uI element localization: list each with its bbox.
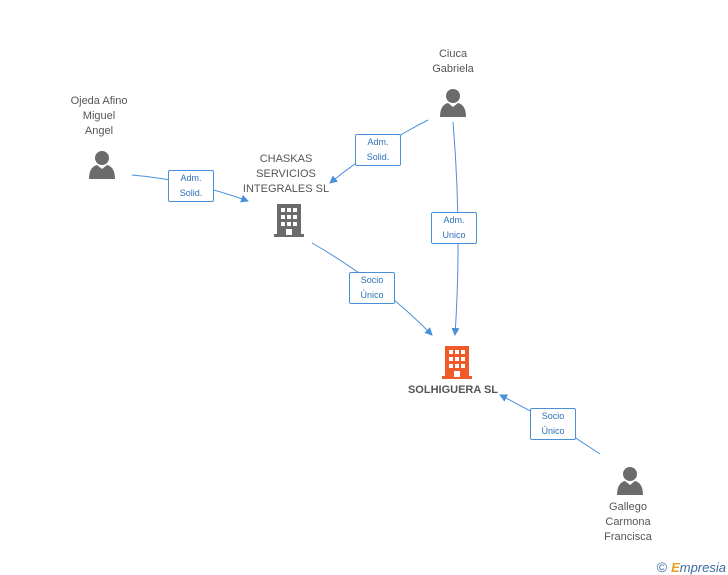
- person-icon[interactable]: [617, 467, 643, 495]
- building-icon[interactable]: [274, 204, 304, 237]
- edge-label-line: Unico: [442, 230, 466, 240]
- edge-label-line: Solid.: [366, 152, 390, 162]
- edge-label-line: Adm.: [367, 137, 389, 147]
- node-label-line: Miguel: [82, 110, 116, 122]
- node-label-line: CHASKAS: [259, 153, 313, 165]
- edge-label-line: Único: [360, 290, 384, 300]
- edge-label-line: Socio: [360, 275, 384, 285]
- node-label-line: Angel: [84, 125, 114, 137]
- empresia-footer[interactable]: ©Empresia: [657, 559, 726, 575]
- edge-label-chaskas-solhiguera[interactable]: Socio Único: [349, 272, 395, 304]
- node-label-solhiguera[interactable]: SOLHIGUERA SL: [388, 383, 518, 398]
- edge-label-line: Único: [541, 426, 565, 436]
- edge-label-line: Solid.: [179, 188, 203, 198]
- main-company-building-icon[interactable]: [442, 346, 472, 379]
- brand-name: mpresia: [679, 560, 726, 575]
- node-label-line: Gallego: [609, 501, 647, 513]
- edge-label-ciuca-solhiguera[interactable]: Adm. Unico: [431, 212, 477, 244]
- node-label-chaskas[interactable]: CHASKAS SERVICIOS INTEGRALES SL: [231, 152, 341, 197]
- edge-label-ojeda-chaskas[interactable]: Adm. Solid.: [168, 170, 214, 202]
- node-label-line: Francisca: [604, 531, 652, 543]
- node-label-line: Gabriela: [432, 63, 474, 75]
- edge-label-line: Adm.: [443, 215, 465, 225]
- edge-label-line: Adm.: [180, 173, 202, 183]
- node-label-line: Ciuca: [438, 48, 468, 60]
- node-label-line: Carmona: [605, 516, 651, 528]
- brand-initial: E: [671, 560, 680, 575]
- person-icon[interactable]: [89, 151, 115, 179]
- edge-label-ciuca-chaskas[interactable]: Adm. Solid.: [355, 134, 401, 166]
- node-label-line: SERVICIOS: [256, 168, 316, 180]
- node-label-ciuca[interactable]: Ciuca Gabriela: [398, 47, 508, 77]
- edge-label-gallego-solhiguera[interactable]: Socio Único: [530, 408, 576, 440]
- edge-label-line: Socio: [541, 411, 565, 421]
- node-label-ojeda[interactable]: Ojeda Afino Miguel Angel: [44, 94, 154, 139]
- main-company-name: SOLHIGUERA SL: [407, 384, 499, 396]
- node-label-gallego[interactable]: Gallego Carmona Francisca: [573, 500, 683, 545]
- person-icon[interactable]: [440, 89, 466, 117]
- node-label-line: Ojeda Afino: [70, 95, 128, 107]
- copyright-icon: ©: [656, 559, 668, 575]
- node-label-line: INTEGRALES SL: [242, 183, 330, 195]
